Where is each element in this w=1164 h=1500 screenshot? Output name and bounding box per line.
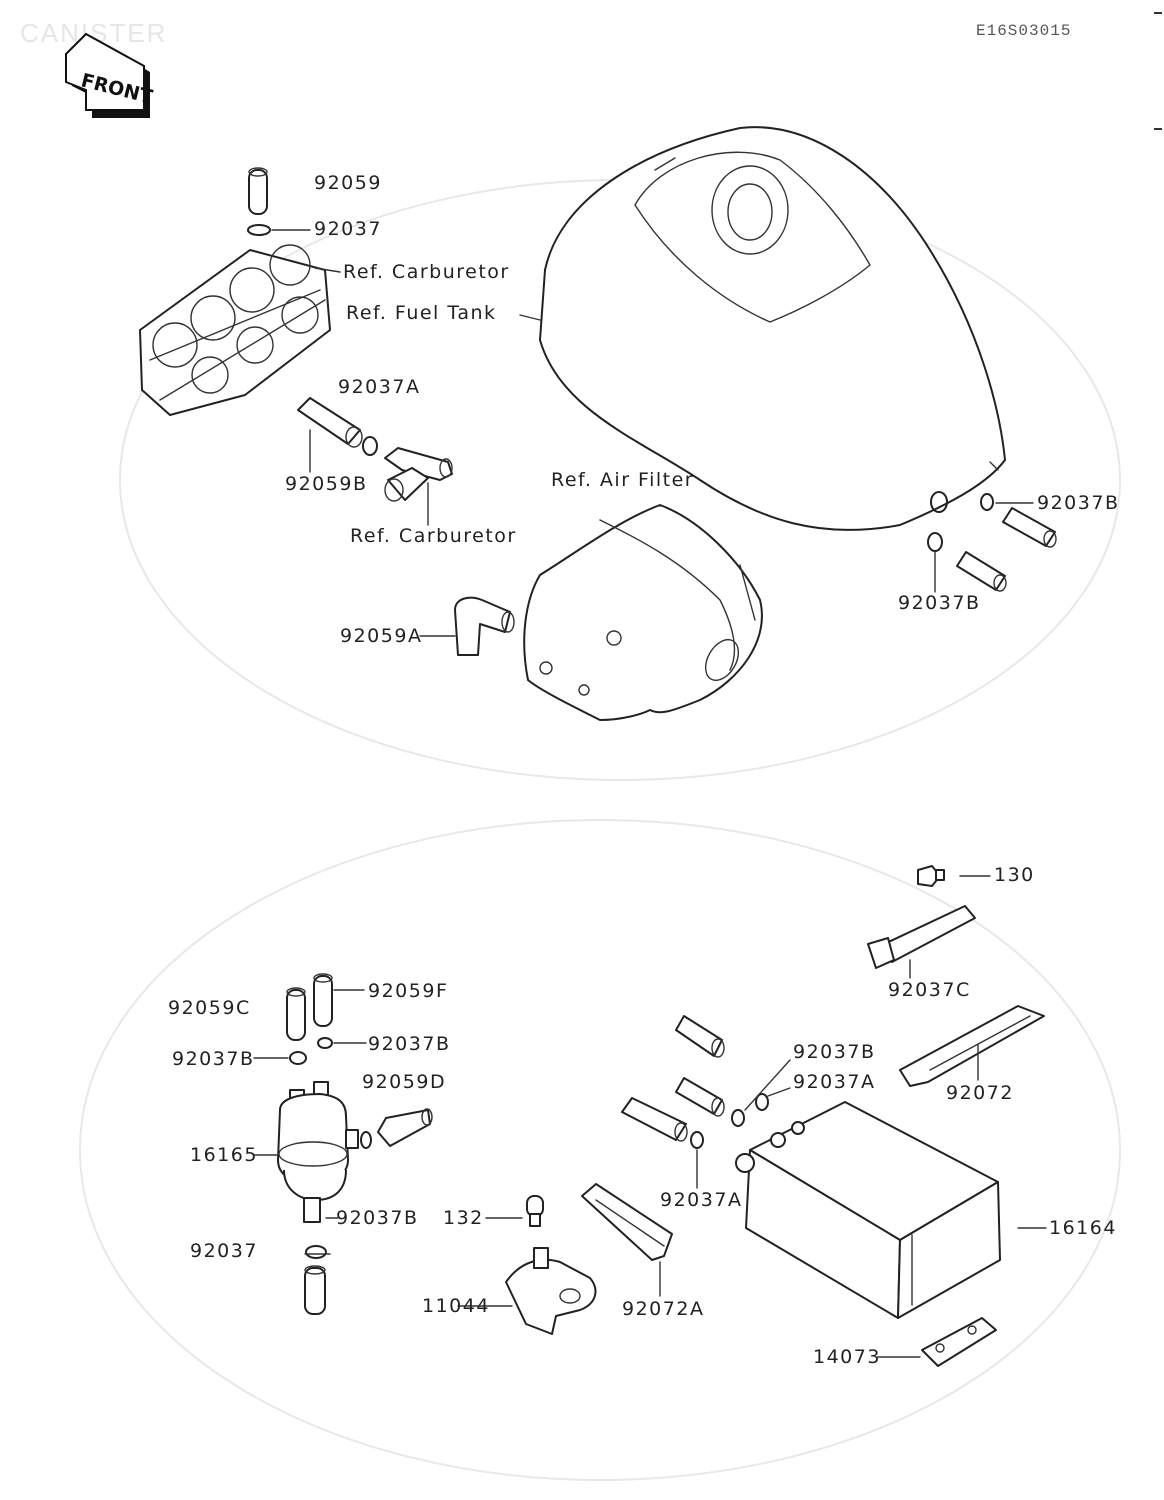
label-92059B: 92059B (285, 473, 368, 495)
bolt-132-icon (526, 1195, 544, 1227)
canister-16164-icon (735, 1101, 1001, 1319)
band-92072-icon (899, 1005, 1045, 1087)
hose-92059C-icon (286, 987, 306, 1041)
label-92037B-right2: 92037B (898, 592, 981, 614)
label-92037B-mid: 92037B (793, 1041, 876, 1063)
label-ref-carburetor-top: Ref. Carburetor (343, 261, 510, 283)
label-ref-carburetor-mid: Ref. Carburetor (350, 525, 517, 547)
label-130: 130 (994, 864, 1035, 886)
tee-joint-icon (384, 447, 453, 502)
strap-92072A-icon (581, 1183, 673, 1261)
vacuum-valve-16165-icon (277, 1081, 359, 1223)
clamp-92037A-mid-icon (755, 1093, 769, 1111)
air-filter-housing-icon (523, 504, 763, 721)
clamp-92037B-mid-icon (731, 1109, 745, 1127)
bracket-92037C-icon (867, 905, 976, 969)
label-92072A: 92072A (622, 1298, 705, 1320)
label-132: 132 (443, 1207, 484, 1229)
label-14073: 14073 (813, 1346, 881, 1368)
label-92037B-left: 92037B (368, 1033, 451, 1055)
label-92037B-low: 92037B (336, 1207, 419, 1229)
diagram-code: E16S03015 (976, 22, 1072, 40)
hose-mid-lower-icon (621, 1097, 688, 1142)
front-arrow-badge: FRONT (65, 32, 155, 118)
clamp-92037B-lower-icon (927, 532, 943, 552)
hose-92059F-icon (313, 973, 333, 1027)
bracket-11044-icon (505, 1247, 597, 1335)
label-92059F: 92059F (368, 980, 449, 1002)
clamp-92037B-valve-icon (360, 1131, 372, 1149)
label-92037A-mid: 92037A (793, 1071, 876, 1093)
hose-mid-upper-icon (675, 1015, 725, 1058)
clamp-92037B-left-upper-icon (317, 1037, 333, 1049)
label-92037: 92037 (314, 218, 382, 240)
hose-92059D-icon (377, 1108, 433, 1147)
label-92059C: 92059C (168, 997, 251, 1019)
hose-92059B-icon (297, 397, 363, 448)
label-92059A: 92059A (340, 625, 423, 647)
edge-mark-top (1154, 12, 1162, 14)
label-92059: 92059 (314, 172, 382, 194)
hose-right-upper-icon (1002, 507, 1057, 548)
hose-right-lower-icon (956, 551, 1007, 592)
hose-bottom-icon (304, 1265, 326, 1315)
label-ref-fuel-tank: Ref. Fuel Tank (346, 302, 497, 324)
bolt-130-icon (917, 865, 945, 887)
clamp-92037-low-icon (305, 1245, 327, 1259)
clamp-92037A-top-icon (362, 436, 378, 456)
label-92059D: 92059D (362, 1071, 447, 1093)
label-92037A-low: 92037A (660, 1189, 743, 1211)
label-11044: 11044 (422, 1295, 490, 1317)
fuel-tank-icon (519, 126, 1006, 531)
plate-14073-icon (921, 1317, 997, 1367)
hose-92059-icon (248, 167, 268, 215)
label-16164: 16164 (1049, 1217, 1117, 1239)
elbow-hose-92059A-icon (454, 596, 515, 656)
clamp-92037B-upper-icon (930, 491, 948, 513)
label-92037A-top: 92037A (338, 376, 421, 398)
label-ref-air-filter: Ref. Air Filter (551, 469, 695, 491)
label-92037-low: 92037 (190, 1240, 258, 1262)
label-92037B-left2: 92037B (172, 1048, 255, 1070)
label-92037C: 92037C (888, 979, 971, 1001)
hose-mid-middle-icon (675, 1077, 725, 1117)
clamp-92037B-right-icon (980, 493, 994, 511)
label-92072: 92072 (946, 1082, 1014, 1104)
clamp-92037A-low-icon (690, 1131, 704, 1149)
clamp-92037B-left-icon (289, 1051, 307, 1065)
label-92037B-right: 92037B (1037, 492, 1120, 514)
label-16165: 16165 (190, 1144, 258, 1166)
carburetor-assembly-icon (139, 244, 341, 416)
clamp-92037-icon (247, 224, 271, 236)
edge-mark-bottom (1154, 128, 1162, 130)
